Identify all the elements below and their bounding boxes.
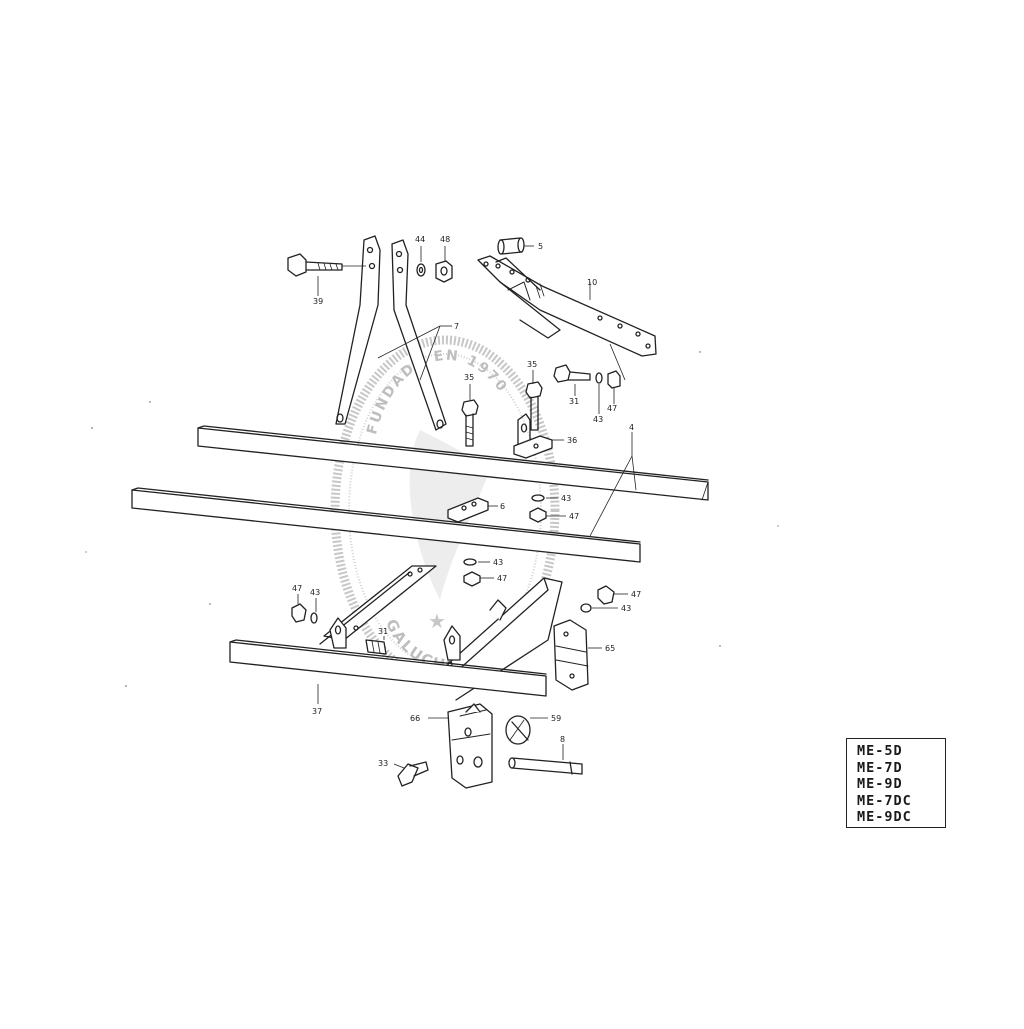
callout-43-right: 43 bbox=[621, 604, 631, 613]
callout-59: 59 bbox=[551, 714, 561, 723]
square-beam-4-upper bbox=[197, 425, 709, 501]
washer-43-right bbox=[580, 603, 592, 613]
sleeve-5 bbox=[497, 237, 525, 255]
model-me-5d: ME-5D bbox=[857, 743, 903, 759]
model-me-7dc: ME-7DC bbox=[857, 792, 912, 809]
callout-65: 65 bbox=[605, 644, 615, 653]
callout-47-left: 47 bbox=[292, 584, 302, 593]
callout-4: 4 bbox=[629, 423, 634, 432]
svg-text:★: ★ bbox=[428, 609, 446, 633]
model-me-7d: ME-7D bbox=[857, 759, 903, 776]
callout-35-left: 35 bbox=[464, 373, 474, 382]
bolt-31-low bbox=[365, 639, 387, 655]
nut-47-top bbox=[607, 370, 621, 389]
bolt-39 bbox=[287, 253, 343, 277]
callout-43-top: 43 bbox=[593, 415, 603, 424]
washer-43-mid bbox=[531, 494, 545, 502]
square-beam-4-lower bbox=[131, 487, 641, 563]
bolt-33 bbox=[397, 761, 429, 787]
callout-43-mid: 43 bbox=[561, 494, 571, 503]
callout-47-mid: 47 bbox=[569, 512, 579, 521]
bolt-35-right bbox=[525, 381, 543, 431]
top-link-bracket-10 bbox=[477, 255, 657, 357]
nut-48 bbox=[435, 260, 453, 283]
clamp-65 bbox=[553, 619, 589, 691]
callout-66: 66 bbox=[410, 714, 420, 723]
scan-specks bbox=[85, 351, 779, 687]
upright-arm-left bbox=[335, 235, 381, 425]
callout-35-right: 35 bbox=[527, 360, 537, 369]
plate-6 bbox=[447, 497, 489, 523]
nut-47-right bbox=[597, 585, 615, 605]
callout-39: 39 bbox=[313, 297, 323, 306]
leader-lines bbox=[297, 245, 637, 769]
callout-43-left: 43 bbox=[310, 588, 320, 597]
callout-37: 37 bbox=[312, 707, 322, 716]
washer-43-low bbox=[463, 558, 477, 566]
callout-7: 7 bbox=[454, 322, 459, 331]
hitch-66 bbox=[447, 703, 493, 789]
nut-47-mid bbox=[529, 507, 547, 523]
callout-6: 6 bbox=[500, 502, 505, 511]
model-me-9d: ME-9D bbox=[857, 776, 903, 792]
bolt-35-left bbox=[461, 399, 479, 447]
washer-44 bbox=[416, 263, 426, 277]
callout-47-top: 47 bbox=[607, 404, 617, 413]
washer-43-left bbox=[310, 612, 318, 624]
callout-47-low: 47 bbox=[497, 574, 507, 583]
callout-31-low: 31 bbox=[378, 627, 388, 636]
callout-33: 33 bbox=[378, 759, 388, 768]
callout-36: 36 bbox=[567, 436, 577, 445]
clip-pin-59 bbox=[505, 715, 531, 745]
callout-8: 8 bbox=[560, 735, 565, 744]
nut-47-low bbox=[463, 571, 481, 587]
callout-31-top: 31 bbox=[569, 397, 579, 406]
clevis-36 bbox=[513, 413, 553, 459]
nut-47-left bbox=[291, 603, 307, 623]
callout-47-right: 47 bbox=[631, 590, 641, 599]
callout-5: 5 bbox=[538, 242, 543, 251]
callout-43-low: 43 bbox=[493, 558, 503, 567]
front-beam-37 bbox=[229, 639, 547, 697]
callout-48: 48 bbox=[440, 235, 450, 244]
callout-labels: 39 44 48 5 10 7 35 35 31 43 47 4 36 43 6… bbox=[292, 235, 641, 768]
model-me-9dc: ME-9DC bbox=[857, 809, 912, 825]
model-list-box: ME-5D ME-7D ME-9D ME-7DC ME-9DC bbox=[846, 738, 946, 828]
pin-8 bbox=[508, 757, 583, 775]
callout-10: 10 bbox=[587, 278, 597, 287]
bolt-31-top bbox=[553, 364, 591, 383]
callout-44: 44 bbox=[415, 235, 425, 244]
washer-43-top bbox=[595, 372, 603, 384]
